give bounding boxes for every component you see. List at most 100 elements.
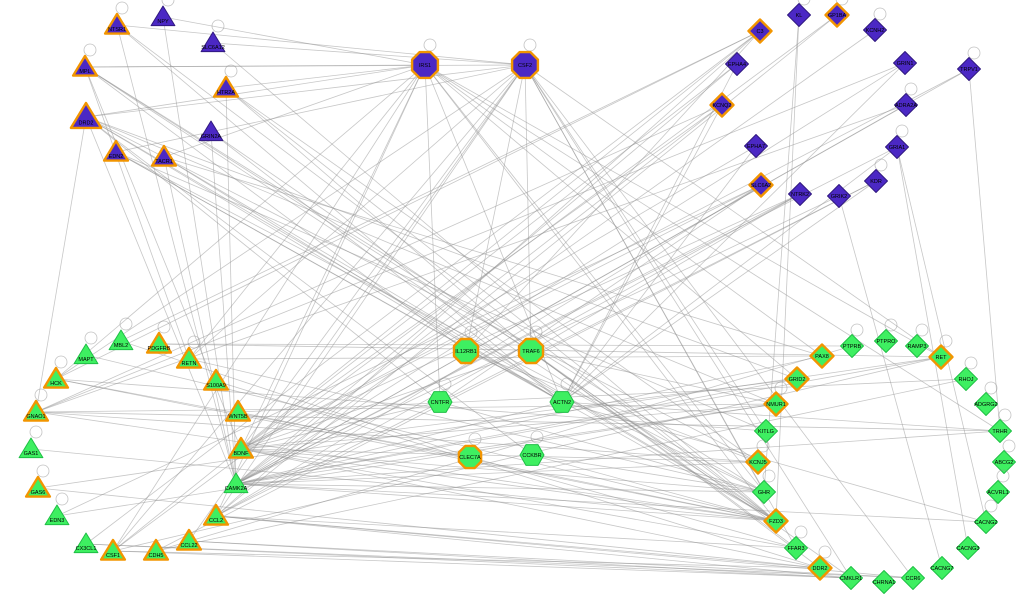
edge-GRIN1-CAMK2A[interactable] [235, 62, 906, 485]
edge-HCK-CLEC7A[interactable] [55, 378, 471, 458]
edge-GNAO1-FZD3[interactable] [35, 411, 777, 522]
edge-RETN-PAX8[interactable] [188, 355, 823, 360]
node-PAX8[interactable]: PAX8 [809, 343, 835, 369]
edge-CCL22-CCR6[interactable] [188, 540, 914, 579]
node-TRPV1[interactable]: TRPV1 [957, 46, 981, 81]
edge-GNAO1-TRHR[interactable] [35, 411, 1001, 432]
node-CLEC7A[interactable]: CLEC7A [457, 432, 483, 470]
edge-NPY-IRS1[interactable] [162, 16, 426, 66]
node-CACNG3[interactable]: CACNG3 [956, 536, 980, 560]
edge-GRIN1-GNAO1[interactable] [35, 62, 906, 413]
edge-BDNF-TRAF6[interactable] [240, 350, 532, 450]
edge-C3-HCK[interactable] [55, 30, 761, 380]
node-CCR6[interactable]: CCR6 [901, 566, 925, 590]
edge-MPL-RETN[interactable] [84, 66, 190, 360]
edge-IRS1-GRID2[interactable] [424, 64, 798, 380]
edge-HCK-FZD3[interactable] [55, 378, 777, 522]
node-GNAO1[interactable]: GNAO1 [22, 388, 50, 422]
edge-DRD2-GRID2[interactable] [85, 116, 798, 380]
node-MBL2[interactable]: MBL2 [108, 317, 134, 351]
edge-CSF2-CSF1[interactable] [112, 64, 526, 552]
node-RAMP3[interactable]: RAMP3 [905, 323, 929, 358]
edge-BDNF-NMUR1[interactable] [240, 403, 777, 450]
edge-HTR2A-KCNJ5[interactable] [225, 87, 759, 463]
edge-EPHA4-BDNF[interactable] [240, 63, 738, 450]
edge-DRD2-CSF2[interactable] [85, 64, 526, 118]
edge-KCNQ2-GNAO1[interactable] [35, 104, 723, 413]
node-PTPRB[interactable]: PTPRB [840, 323, 864, 358]
edge-CSF2-KITLG[interactable] [524, 64, 767, 432]
edge-TACR1-IRS1[interactable] [163, 64, 426, 158]
node-GRIN2A[interactable]: GRIN2A [198, 120, 224, 142]
edge-NTRK2-BDNF[interactable] [240, 193, 801, 450]
edge-CDH5-RHOJ[interactable] [155, 378, 967, 552]
node-CCL22[interactable]: CCL22 [175, 528, 203, 551]
node-CACNG2[interactable]: CACNG2 [974, 499, 998, 534]
node-MPL[interactable]: MPL [71, 43, 99, 77]
edge-CAMK2A-KCNJ5[interactable] [235, 461, 759, 485]
node-KCNQ2[interactable]: KCNQ2 [709, 92, 735, 118]
node-GP1BA[interactable]: GP1BA [824, 0, 850, 28]
node-ABCG2[interactable]: ABCG2 [992, 439, 1016, 474]
edge-MPL-GHR[interactable] [84, 66, 765, 493]
edge-CAMK2A-GHR[interactable] [235, 483, 765, 493]
edge-BDNF-FZD3[interactable] [240, 448, 777, 522]
edge-CSF2-CCR6[interactable] [524, 64, 914, 579]
node-MAPT[interactable]: MAPT [73, 331, 99, 365]
edge-EPHA7-BDNF[interactable] [240, 145, 757, 450]
edge-WNT5B-RHOJ[interactable] [237, 378, 967, 413]
node-CHRNA1[interactable]: CHRNA1 [872, 570, 896, 594]
node-EPHA7[interactable]: EPHA7 [744, 134, 768, 158]
edge-GRIA1-CACNG2[interactable] [896, 146, 987, 523]
node-KDR[interactable]: KDR [864, 158, 888, 193]
edge-DRD2-IRS1[interactable] [85, 64, 426, 118]
node-IRS1[interactable]: IRS1 [410, 38, 440, 80]
node-CSF1[interactable]: CSF1 [99, 538, 127, 561]
node-EDN2[interactable]: EDN2 [102, 139, 130, 162]
edge-GRIA1-CACNG3[interactable] [896, 146, 969, 549]
edge-CCL2-CMKLR1[interactable] [215, 515, 852, 579]
edge-KL-GHR[interactable] [763, 14, 800, 493]
edge-RETN-GHR[interactable] [188, 358, 765, 493]
edge-KL-FZD3[interactable] [775, 14, 800, 522]
edge-CNTFR-GHR[interactable] [439, 401, 765, 493]
edge-CX3CL1-CMKLR1[interactable] [85, 543, 852, 579]
edge-TACR1-PAX8[interactable] [163, 156, 823, 357]
edge-CSF2-CCL22[interactable] [188, 64, 526, 542]
edge-CSF1-CMKLR1[interactable] [112, 550, 852, 579]
edge-CLEC7A-FFAR3[interactable] [469, 456, 797, 549]
edge-GRIA1-ACTN2[interactable] [561, 146, 898, 403]
node-GAS1[interactable]: GAS1 [18, 425, 44, 459]
edge-TACR1-CAMK2A[interactable] [163, 156, 237, 485]
edge-EDN3-NMUR1[interactable] [56, 403, 777, 517]
edge-EPHA7-ACTN2[interactable] [561, 145, 757, 403]
edge-MAPT-FZD3[interactable] [85, 354, 777, 522]
edge-MPL-CSF2[interactable] [84, 64, 526, 68]
edge-CAMK2A-PAX8[interactable] [235, 355, 823, 485]
edge-NTRK2-CAMK2A[interactable] [235, 193, 801, 485]
edge-TACR1-ACTN2[interactable] [163, 156, 563, 403]
node-S100A9[interactable]: S100A9 [202, 368, 230, 391]
edge-ADRA2A-CAMK2A[interactable] [235, 104, 907, 485]
node-NTSR1[interactable]: NTSR1 [103, 1, 131, 35]
edge-EDN2-GHR[interactable] [115, 151, 765, 493]
edge-GAS6-DDR2[interactable] [37, 487, 821, 569]
edge-TRAF6-FFAR3[interactable] [530, 350, 797, 549]
edge-IRS1-GHR[interactable] [424, 64, 765, 493]
edge-IRS1-HCK[interactable] [55, 64, 426, 380]
edge-NTRK2-CCL2[interactable] [215, 193, 801, 517]
edge-NTSR1-ACTN2[interactable] [116, 24, 563, 403]
edge-BDNF-GHR[interactable] [240, 448, 765, 493]
node-RHOJ[interactable]: RHOJ [954, 356, 978, 391]
node-NPY[interactable]: NPY [150, 0, 176, 27]
edge-CCKBR-FZD3[interactable] [531, 454, 777, 522]
edge-SLC6A12-CSF2[interactable] [212, 42, 526, 66]
node-CACNG7[interactable]: CACNG7 [930, 556, 954, 580]
edge-KDR-CDH5[interactable] [155, 180, 877, 552]
edge-GRIK2-CACNG7[interactable] [838, 195, 943, 569]
edge-GP1BA-CCL2[interactable] [215, 14, 838, 517]
edge-SLC6A2-CNTFR[interactable] [439, 184, 762, 403]
edge-CAMK2A-NMUR1[interactable] [235, 403, 777, 485]
edge-GRIN2A-FZD3[interactable] [210, 131, 777, 522]
edge-HTR2A-IRS1[interactable] [225, 64, 426, 89]
